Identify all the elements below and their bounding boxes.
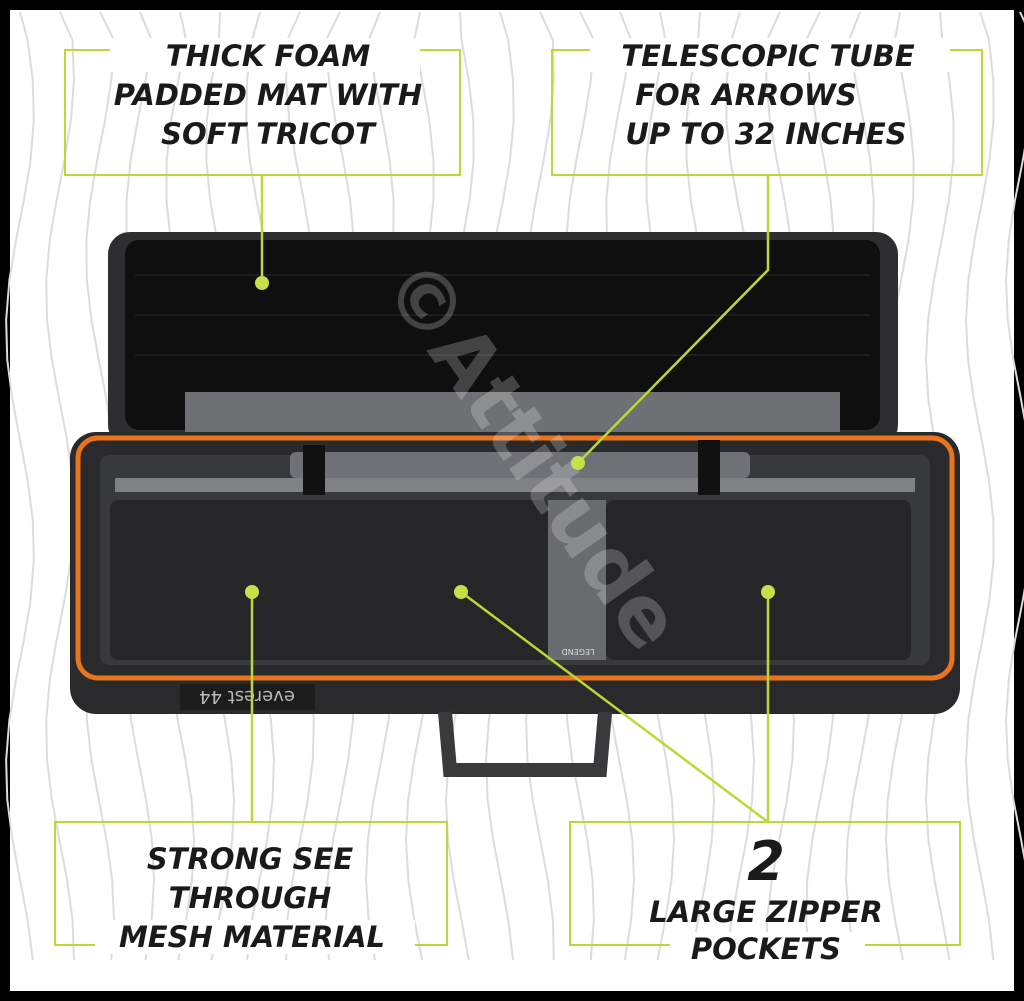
brand-tag: LEGEND <box>562 647 595 656</box>
callout-mesh-line2: THROUGH <box>169 881 332 915</box>
callout-dots <box>245 276 775 599</box>
callout-tube-line3: UP TO 32 INCHES <box>625 117 906 151</box>
topo-line <box>1005 11 1024 862</box>
callout-tube-line2: FOR ARROWS <box>635 78 857 112</box>
callout-foam-line1: THICK FOAM <box>166 39 371 73</box>
bow-case: LEGEND everest 44 <box>70 232 960 777</box>
mesh-pocket-left <box>110 500 548 660</box>
topo-line <box>965 11 995 961</box>
carry-handle <box>438 711 612 777</box>
leader-lines <box>250 175 770 824</box>
dot-foam <box>255 276 269 290</box>
arrow-tube <box>290 452 750 478</box>
callout-pockets-line1: LARGE ZIPPER <box>649 895 882 929</box>
foam-mat <box>125 240 880 430</box>
callout-pockets-number: 2 <box>747 830 785 893</box>
callout-mesh-line3: MESH MATERIAL <box>119 920 385 954</box>
topo-line <box>5 11 35 961</box>
callout-foam-line3: SOFT TRICOT <box>161 117 377 151</box>
callout-pockets-line2: POCKETS <box>691 932 841 966</box>
callout-tube-line1: TELESCOPIC TUBE <box>621 39 915 73</box>
mesh-pocket-right <box>606 500 911 660</box>
divider <box>548 500 606 660</box>
callout-foam-line2: PADDED MAT WITH <box>114 78 422 112</box>
dot-mesh <box>245 585 259 599</box>
callout-mesh-line1: STRONG SEE <box>147 842 354 876</box>
dot-pocket-right <box>761 585 775 599</box>
zipper <box>75 435 955 681</box>
dot-pocket-left <box>454 585 468 599</box>
model-label: everest 44 <box>199 686 295 707</box>
dot-tube <box>571 456 585 470</box>
